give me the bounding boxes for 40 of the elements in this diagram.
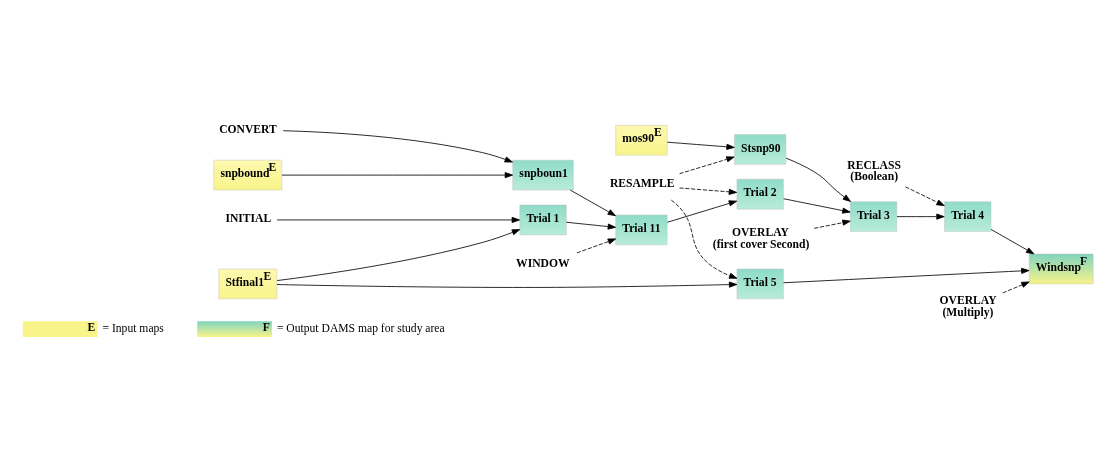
node-text: CONVERT (219, 122, 277, 136)
arrow (282, 129, 513, 163)
arrow (670, 199, 738, 279)
arrow (905, 185, 945, 206)
arrow (783, 197, 851, 214)
node-text: RECLASS (Boolean) (847, 158, 901, 183)
arrow (1002, 281, 1030, 293)
arrow (785, 157, 851, 202)
node-box: Stsnp90 (734, 133, 787, 164)
node-box: Trial 11 (615, 214, 668, 245)
arrow (276, 281, 738, 288)
node-text: INITIAL (225, 211, 272, 225)
label: F (262, 320, 270, 334)
arrow (565, 221, 616, 230)
arrow (276, 216, 520, 223)
node-box: Trial 5 (736, 268, 784, 299)
label: E (87, 320, 96, 334)
arrow (679, 187, 738, 195)
node-box: Trial 4 (944, 200, 992, 232)
arrow (276, 228, 521, 281)
node-text: OVERLAY (first cover Second) (712, 225, 810, 251)
arrow (666, 141, 735, 150)
arrow (576, 238, 617, 253)
arrow (813, 219, 851, 229)
arrow (569, 189, 616, 216)
node-text: WINDOW (516, 256, 570, 270)
node-box: Trial 2 (736, 178, 784, 209)
node-box: Trial 1 (519, 204, 567, 235)
legend-label: = Input maps (102, 321, 164, 335)
arrow (666, 199, 738, 223)
arrow (990, 228, 1035, 254)
legend-label: = Output DAMS map for study area (276, 321, 445, 335)
node-box: snpboun1 (512, 159, 574, 190)
arrow (679, 155, 735, 174)
arrow (281, 171, 513, 178)
node-box: Trial 3 (850, 200, 897, 232)
node-text: RESAMPLE (609, 176, 675, 190)
node-text: OVERLAY (Multiply) (939, 293, 997, 319)
arrow (783, 267, 1030, 283)
arrow (896, 213, 945, 220)
